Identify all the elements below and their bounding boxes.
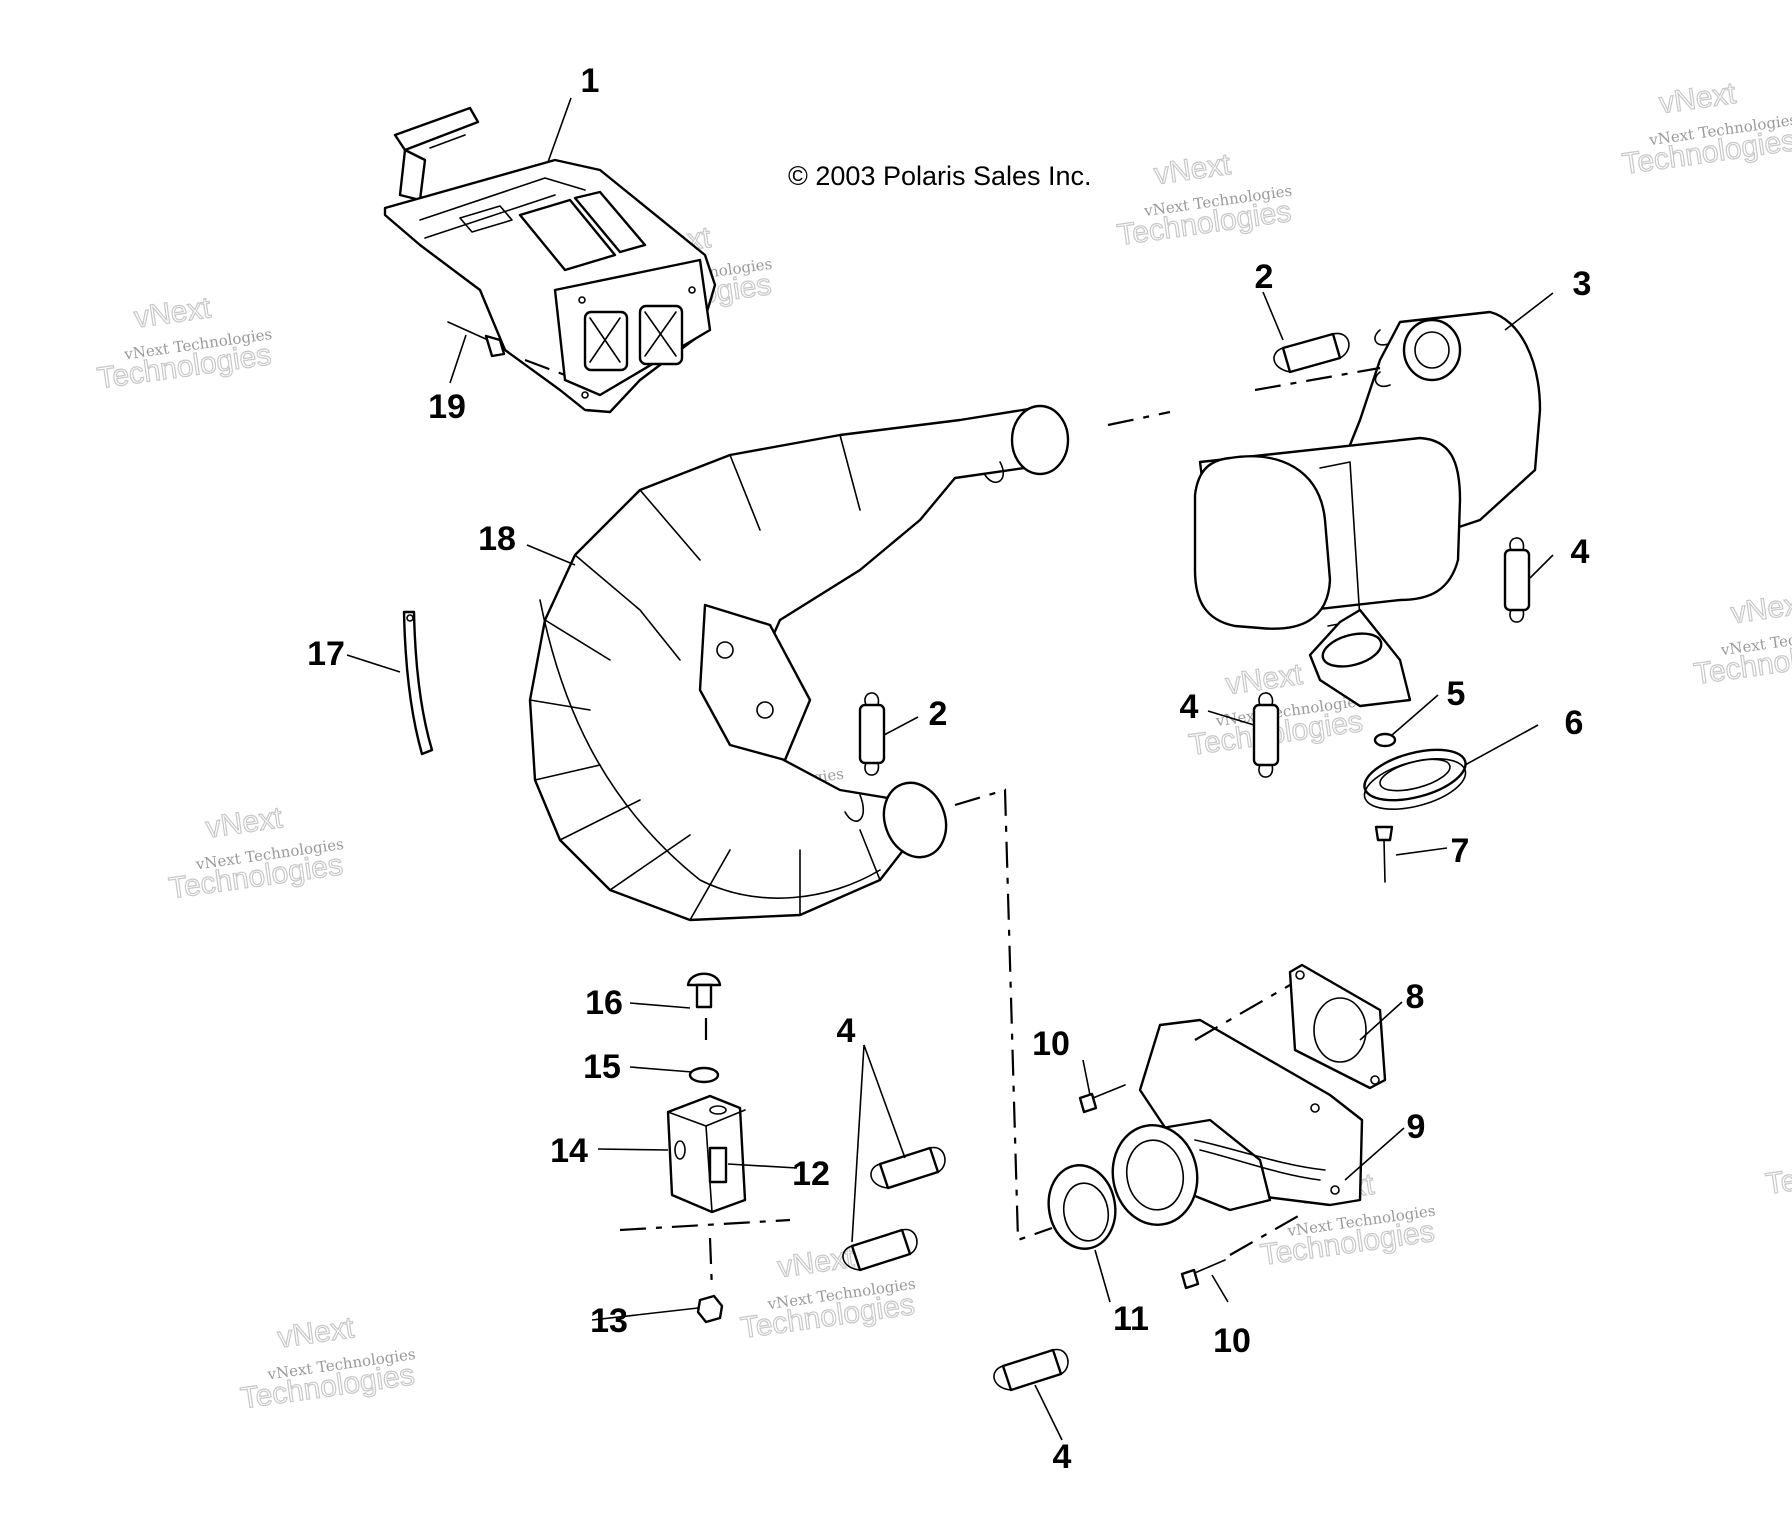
watermark: vNext vNext Technologies Technologies (1691, 586, 1792, 691)
part-14-bracket (666, 1094, 747, 1214)
part-19-rivet (447, 321, 566, 377)
svg-text:vNext: vNext (204, 801, 285, 844)
part-1-bracket (383, 106, 717, 414)
watermark: vNext vNext Technologies Technologies (1115, 147, 1294, 252)
callout-4-right: 4 (1571, 533, 1590, 571)
leader-lines (346, 97, 1554, 1441)
svg-text:vNext: vNext (1152, 148, 1233, 191)
callout-11: 11 (1113, 1300, 1149, 1338)
callout-14: 14 (550, 1132, 588, 1170)
svg-text:vNext: vNext (1224, 658, 1305, 701)
part-15-washer (688, 1066, 720, 1084)
part-10-bolt-lower (1180, 1259, 1226, 1290)
part-16-screw (686, 972, 722, 1009)
callout-5: 5 (1447, 675, 1466, 713)
svg-text:vNext: vNext (275, 1311, 356, 1354)
part-8-gasket (1288, 963, 1387, 1090)
callout-13: 13 (590, 1302, 628, 1340)
part-7-rivet (1374, 825, 1394, 883)
callout-4-lower: 4 (837, 1012, 856, 1050)
part-12-stud (708, 1146, 728, 1184)
callout-9: 9 (1407, 1108, 1426, 1146)
part-10-bolt-upper (1078, 1084, 1126, 1114)
callout-19: 19 (428, 388, 466, 426)
callout-4-bottom: 4 (1053, 1438, 1072, 1476)
callout-7: 7 (1451, 832, 1470, 870)
part-2-spring-top (1273, 332, 1350, 374)
watermark: vNext vNext Technologies Technologies (238, 1311, 417, 1416)
callout-6: 6 (1565, 704, 1584, 742)
callout-labels: 1 19 2 3 4 18 17 2 4 5 6 7 8 9 10 10 11 … (307, 62, 1591, 1476)
part-9-manifold (1111, 1018, 1364, 1226)
part-4-spring-bottom (993, 1348, 1069, 1392)
callout-17: 17 (307, 635, 345, 673)
callout-12: 12 (792, 1155, 830, 1193)
callout-1: 1 (581, 62, 600, 100)
callout-16: 16 (585, 984, 623, 1022)
callout-15: 15 (583, 1048, 621, 1086)
part-4-spring-lower-b (842, 1228, 918, 1272)
callout-18: 18 (478, 520, 516, 558)
watermark: vNext vNext Technologies Technologies (166, 801, 345, 906)
part-18-expansion-chamber (528, 404, 1070, 922)
watermark: vNext vNext Technologies Technologies (95, 291, 274, 396)
part-11-seal (1047, 1164, 1117, 1250)
callout-2-middle: 2 (929, 695, 948, 733)
part-4-spring-right (1503, 537, 1531, 623)
callout-10-upper: 10 (1032, 1025, 1070, 1063)
callout-2-top: 2 (1255, 258, 1274, 296)
copyright-notice: © 2003 Polaris Sales Inc. (788, 161, 1092, 191)
svg-text:vNext: vNext (1657, 77, 1738, 120)
center-lines (619, 366, 1381, 1291)
part-2-spring-middle (858, 692, 886, 776)
part-3-silencer (1193, 310, 1542, 708)
callout-10-lower: 10 (1213, 1322, 1251, 1360)
part-4-spring-lower-a (870, 1146, 946, 1190)
watermark: vNext vNext Technologies Technologies (1763, 1131, 1792, 1202)
callout-3: 3 (1573, 265, 1592, 303)
svg-text:vNext: vNext (1729, 587, 1792, 630)
watermarks: vNext vNext Technologies Technologies vN… (95, 76, 1792, 1416)
part-6-grommet (1363, 748, 1467, 810)
callout-4-center: 4 (1180, 688, 1199, 726)
svg-text:vNext: vNext (132, 291, 213, 334)
callout-8: 8 (1406, 978, 1425, 1016)
part-5-washer (1373, 732, 1397, 748)
watermark: vNext vNext Technologies Technologies (1620, 76, 1792, 181)
part-17-strap (402, 610, 434, 756)
part-4-spring-center (1252, 692, 1280, 778)
part-13-nut (696, 1294, 724, 1324)
svg-text:Technologies: Technologies (1764, 1144, 1792, 1201)
